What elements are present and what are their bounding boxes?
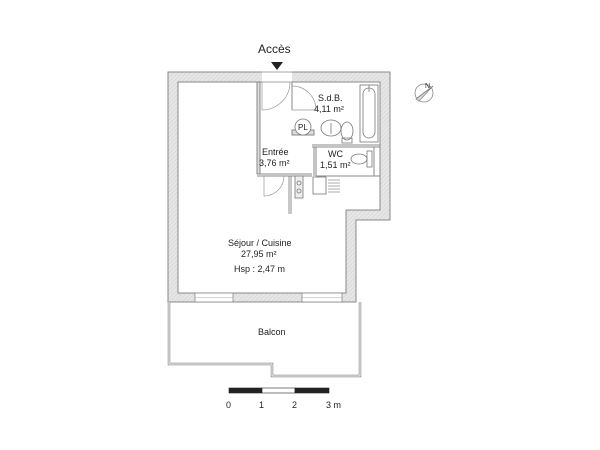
north-arrow-icon <box>414 83 434 103</box>
compass-label: N <box>425 83 431 90</box>
room-sdb-area: 4,11 m² <box>314 104 344 114</box>
bathtub <box>359 84 379 143</box>
scale-tick-0: 0 <box>226 400 232 410</box>
room-entree-area: 3,76 m² <box>259 158 290 168</box>
scale-tick-2: 2 <box>292 400 298 410</box>
pl-label: PL <box>298 123 308 132</box>
access-label: Accès <box>258 42 291 56</box>
room-sdb-name: S.d.B. <box>318 93 343 103</box>
room-wc-area: 1,51 m² <box>320 160 351 170</box>
room-sejour-name: Séjour / Cuisine <box>228 238 292 248</box>
scale-bar <box>228 387 330 394</box>
door-swings <box>261 81 317 197</box>
sdb-fixtures <box>320 119 354 144</box>
balcony-outline <box>167 302 362 378</box>
kitchen-fixtures <box>288 175 340 214</box>
scale-tick-3: 3 m <box>326 400 342 410</box>
interior-walls <box>256 81 380 177</box>
room-balcon-name: Balcon <box>258 327 286 337</box>
room-wc-name: WC <box>328 149 343 159</box>
pl-circle <box>294 118 312 136</box>
room-entree-name: Entrée <box>262 147 289 157</box>
scale-tick-1: 1 <box>259 400 265 410</box>
wc-toilet <box>350 150 373 168</box>
room-sejour-height: Hsp : 2,47 m <box>234 264 286 274</box>
room-sejour-area: 27,95 m² <box>241 249 277 259</box>
access-arrow-icon <box>271 62 283 70</box>
